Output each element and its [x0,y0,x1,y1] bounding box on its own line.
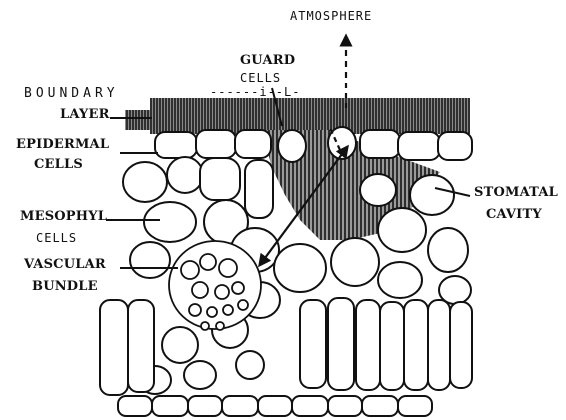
label-guard-cells: CELLS [240,72,281,84]
label-vascular: VASCULAR [24,258,106,271]
label-mesophyl-cells: CELLS [36,232,77,244]
label-cavity: CAVITY [486,208,542,221]
label-stomatal: STOMATAL [474,186,558,199]
guard-cell-left [278,130,306,162]
label-bundle: BUNDLE [32,280,98,293]
label-epidermal-cells: CELLS [34,158,83,171]
label-mesophyl: MESOPHYL [20,210,107,223]
label-atmosphere: ATMOSPHERE [290,10,372,22]
label-guard: GUARD [240,54,295,67]
boundary-layer [125,98,470,134]
vascular-bundle [169,241,261,330]
label-layer: LAYER [60,108,110,121]
label-epidermal: EPIDERMAL [16,138,109,151]
label-boundary: BOUNDARY [24,87,119,100]
label-boundary-dashes: ------i--L- [210,86,300,98]
lower-epidermis [118,396,432,416]
